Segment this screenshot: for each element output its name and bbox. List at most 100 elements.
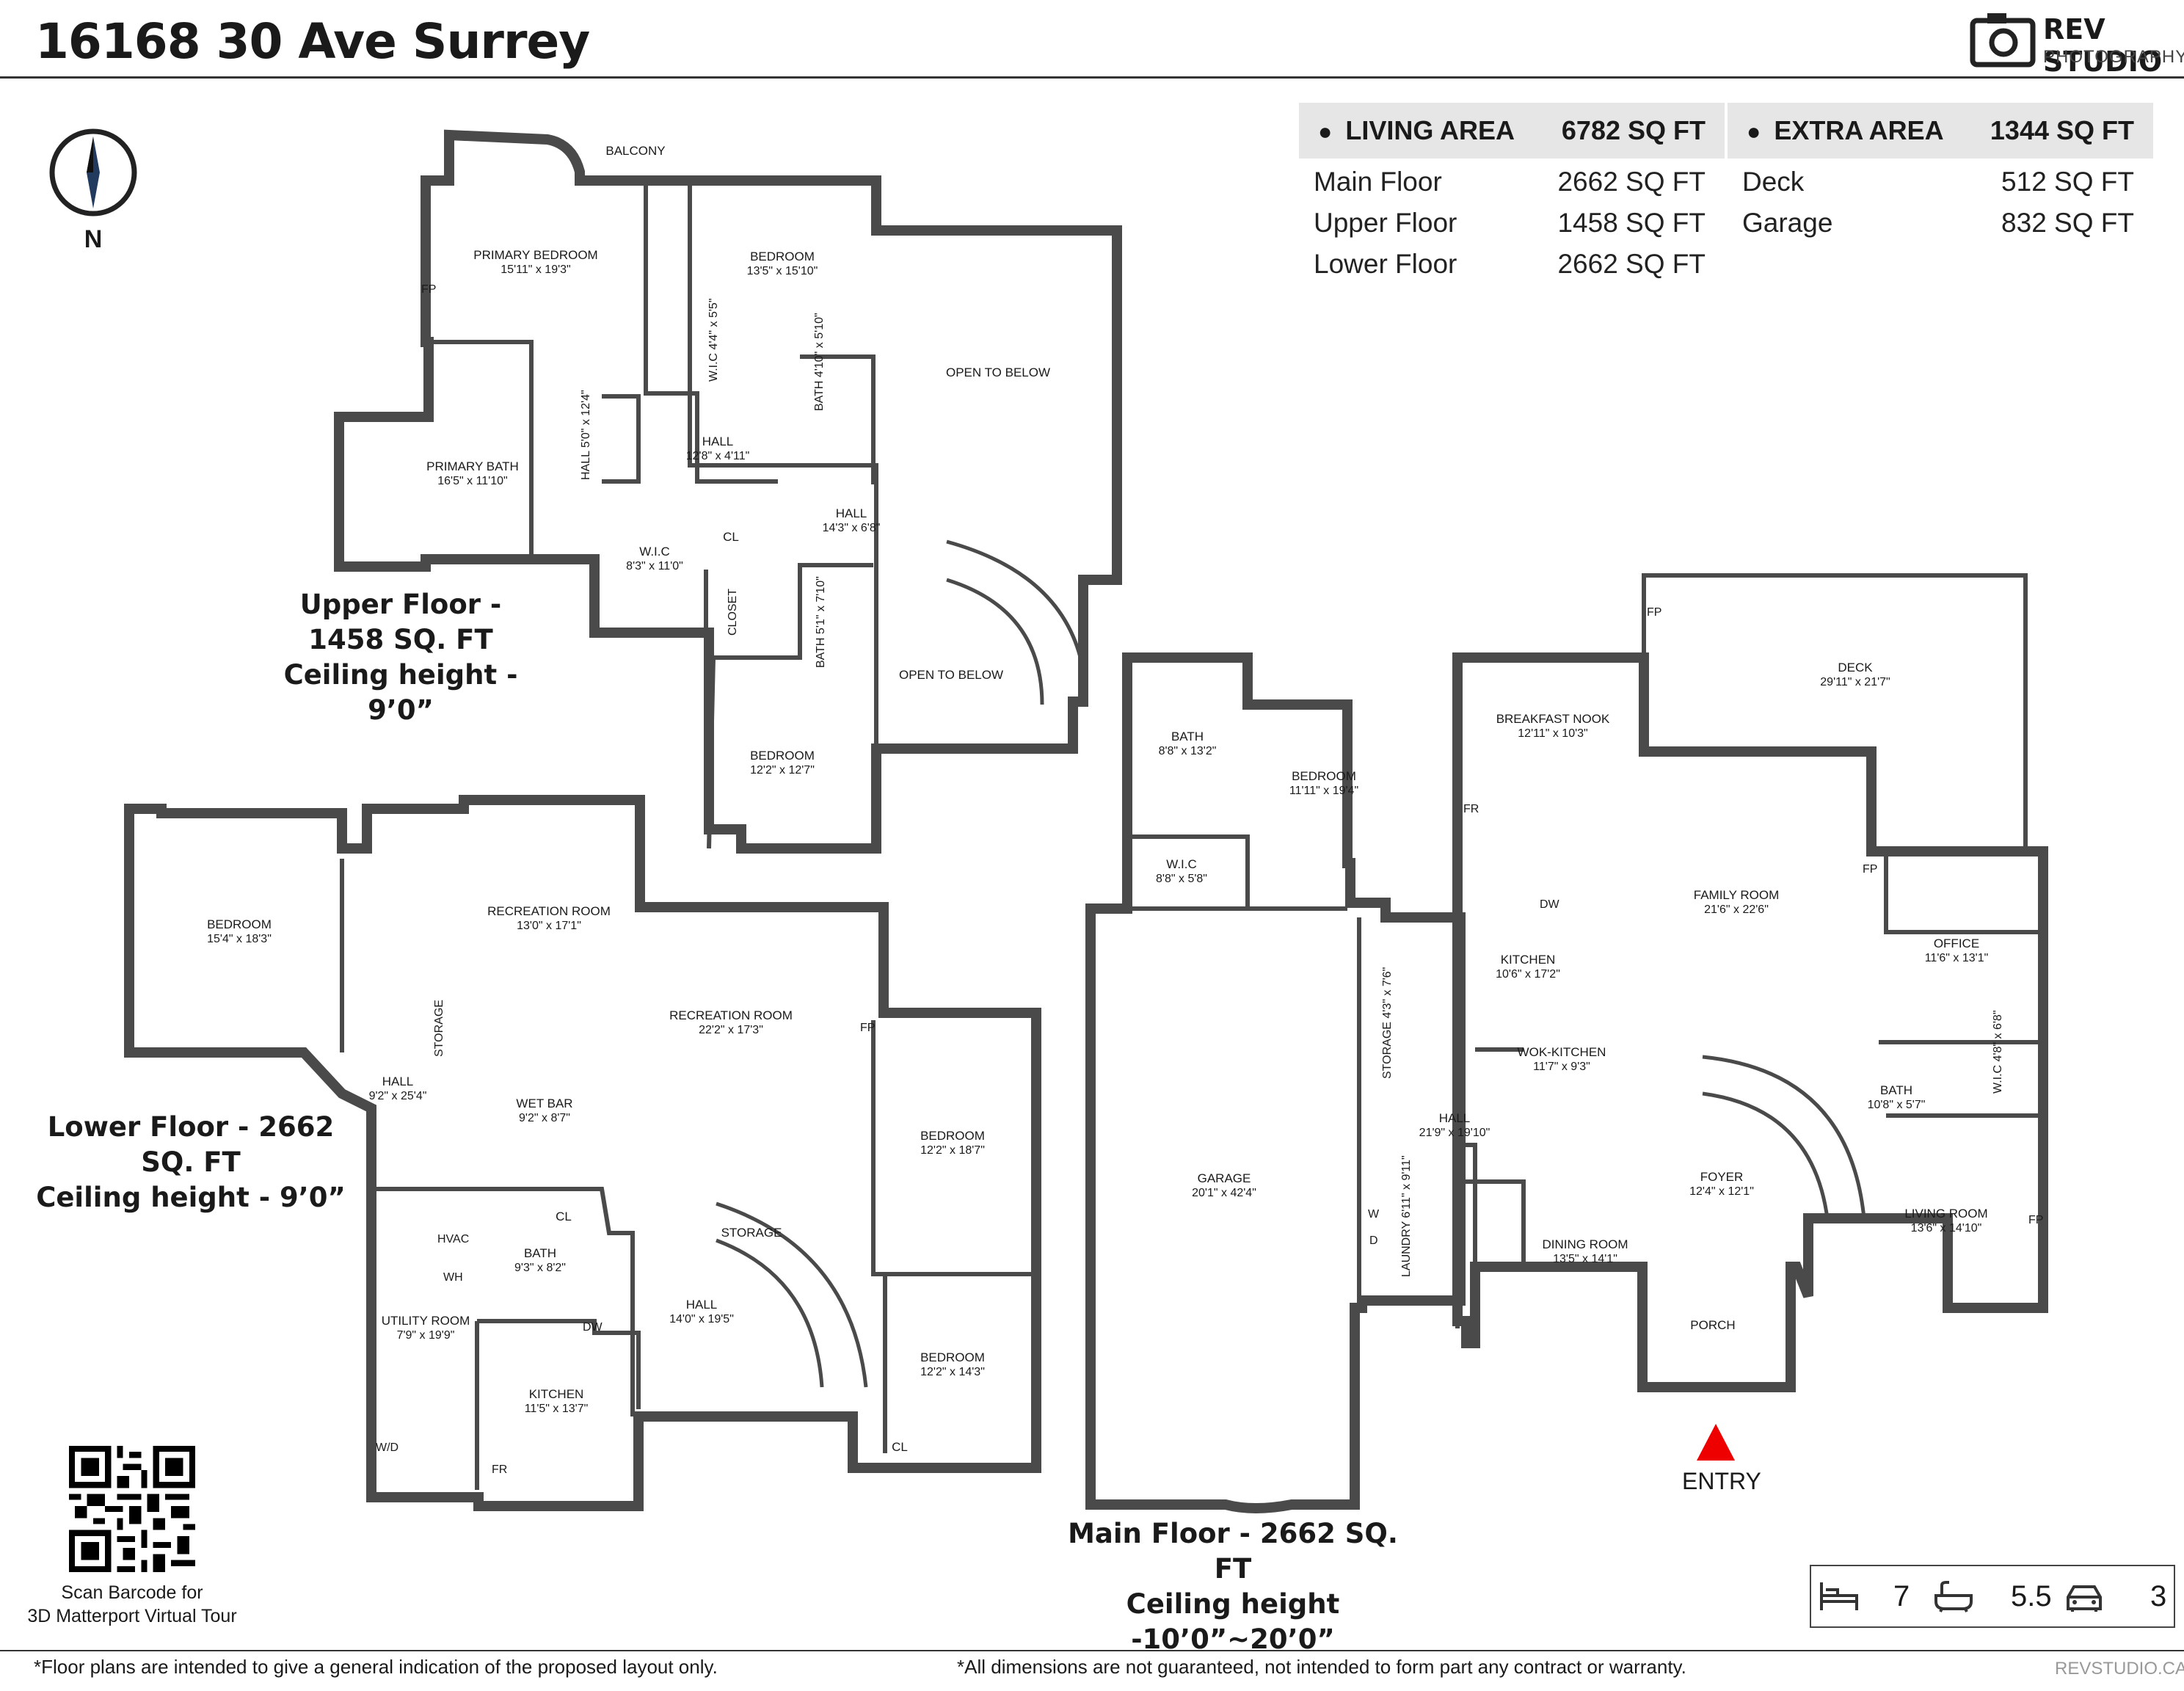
room-balcony: BALCONY: [605, 144, 666, 158]
brand-tagline: PHOTOGRAPHY: [2043, 47, 2184, 67]
room-upper-bath-2: BATH 5'1" x 7'10": [815, 576, 827, 668]
room-lower-cl-1: CL: [556, 1210, 572, 1223]
fireplace-tag: FP: [2028, 1214, 2044, 1226]
page-title: 16168 30 Ave Surrey: [35, 13, 590, 70]
compass: N: [47, 126, 139, 254]
room-main-storage: STORAGE 4'3" x 7'6": [1381, 967, 1394, 1079]
room-porch: PORCH: [1690, 1318, 1736, 1332]
room-upper-wic-small: W.I.C 4'4" x 5'5": [707, 298, 720, 382]
compass-north-label: N: [84, 225, 103, 253]
footer-disclaimer-left: *Floor plans are intended to give a gene…: [34, 1656, 718, 1678]
fridge-tag: FR: [1463, 803, 1479, 815]
washer-tag: W: [1368, 1208, 1380, 1221]
footer-disclaimer-right: *All dimensions are not guaranteed, not …: [957, 1656, 1686, 1678]
brand-logo: REV STUDIO PHOTOGRAPHY: [1970, 10, 2184, 78]
property-stats: 7 5.5 3: [1810, 1565, 2175, 1628]
living-area-header: LIVING AREA 6782 SQ FT: [1299, 103, 1725, 159]
camera-icon: [1970, 13, 2036, 68]
bath-icon: [1933, 1566, 1974, 1626]
dryer-tag: D: [1369, 1234, 1378, 1247]
extra-area-total: 1344 SQ FT: [1990, 115, 2134, 145]
dishwasher-tag: DW: [1540, 898, 1559, 911]
garage-car-icon: [2064, 1566, 2105, 1626]
extra-area-label: EXTRA AREA: [1747, 115, 1943, 146]
deck-outline: [1642, 573, 2028, 851]
dishwasher-tag: DW: [583, 1321, 603, 1334]
footer-divider: [0, 1650, 2184, 1651]
room-open-to-below-2: OPEN TO BELOW: [898, 668, 1004, 682]
header-divider: [0, 76, 2184, 79]
washer-dryer-tag: W/D: [376, 1441, 399, 1454]
compass-icon: [49, 128, 137, 217]
entry-arrow: [1697, 1424, 1735, 1461]
living-area-label: LIVING AREA: [1318, 115, 1515, 146]
room-upper-cl: CL: [723, 530, 739, 544]
room-upper-bath-1: BATH 4'10" x 5'10": [813, 313, 826, 411]
lower-floor-outline: [124, 795, 1041, 1511]
garage-count: 3: [2150, 1579, 2167, 1612]
hvac-tag: HVAC: [437, 1233, 470, 1245]
qr-code[interactable]: [69, 1446, 195, 1576]
bathrooms-count: 5.5: [2011, 1579, 2052, 1612]
extra-area-header: EXTRA AREA 1344 SQ FT: [1728, 103, 2153, 159]
living-area-total: 6782 SQ FT: [1561, 115, 1706, 145]
fridge-tag: FR: [492, 1463, 508, 1476]
entry-label: ENTRY: [1682, 1468, 1761, 1494]
fireplace-tag: FP: [421, 283, 437, 296]
room-open-to-below-1: OPEN TO BELOW: [945, 366, 1051, 379]
room-upper-closet: CLOSET: [727, 588, 739, 636]
water-heater-tag: WH: [443, 1271, 463, 1284]
upper-floor-outline: [334, 129, 1122, 854]
room-main-wic-2: W.I.C 4'8" x 6'8": [1992, 1010, 2004, 1094]
room-lower-cl-2: CL: [892, 1440, 908, 1454]
fireplace-tag: FP: [1647, 606, 1662, 619]
fireplace-tag: FP: [860, 1022, 876, 1034]
website-link[interactable]: REVSTUDIO.CA: [2055, 1659, 2184, 1679]
fireplace-tag: FP: [1863, 863, 1878, 876]
qr-code-icon: [69, 1446, 195, 1572]
room-lower-storage-2: STORAGE: [721, 1226, 782, 1240]
bed-icon: [1819, 1566, 1860, 1626]
